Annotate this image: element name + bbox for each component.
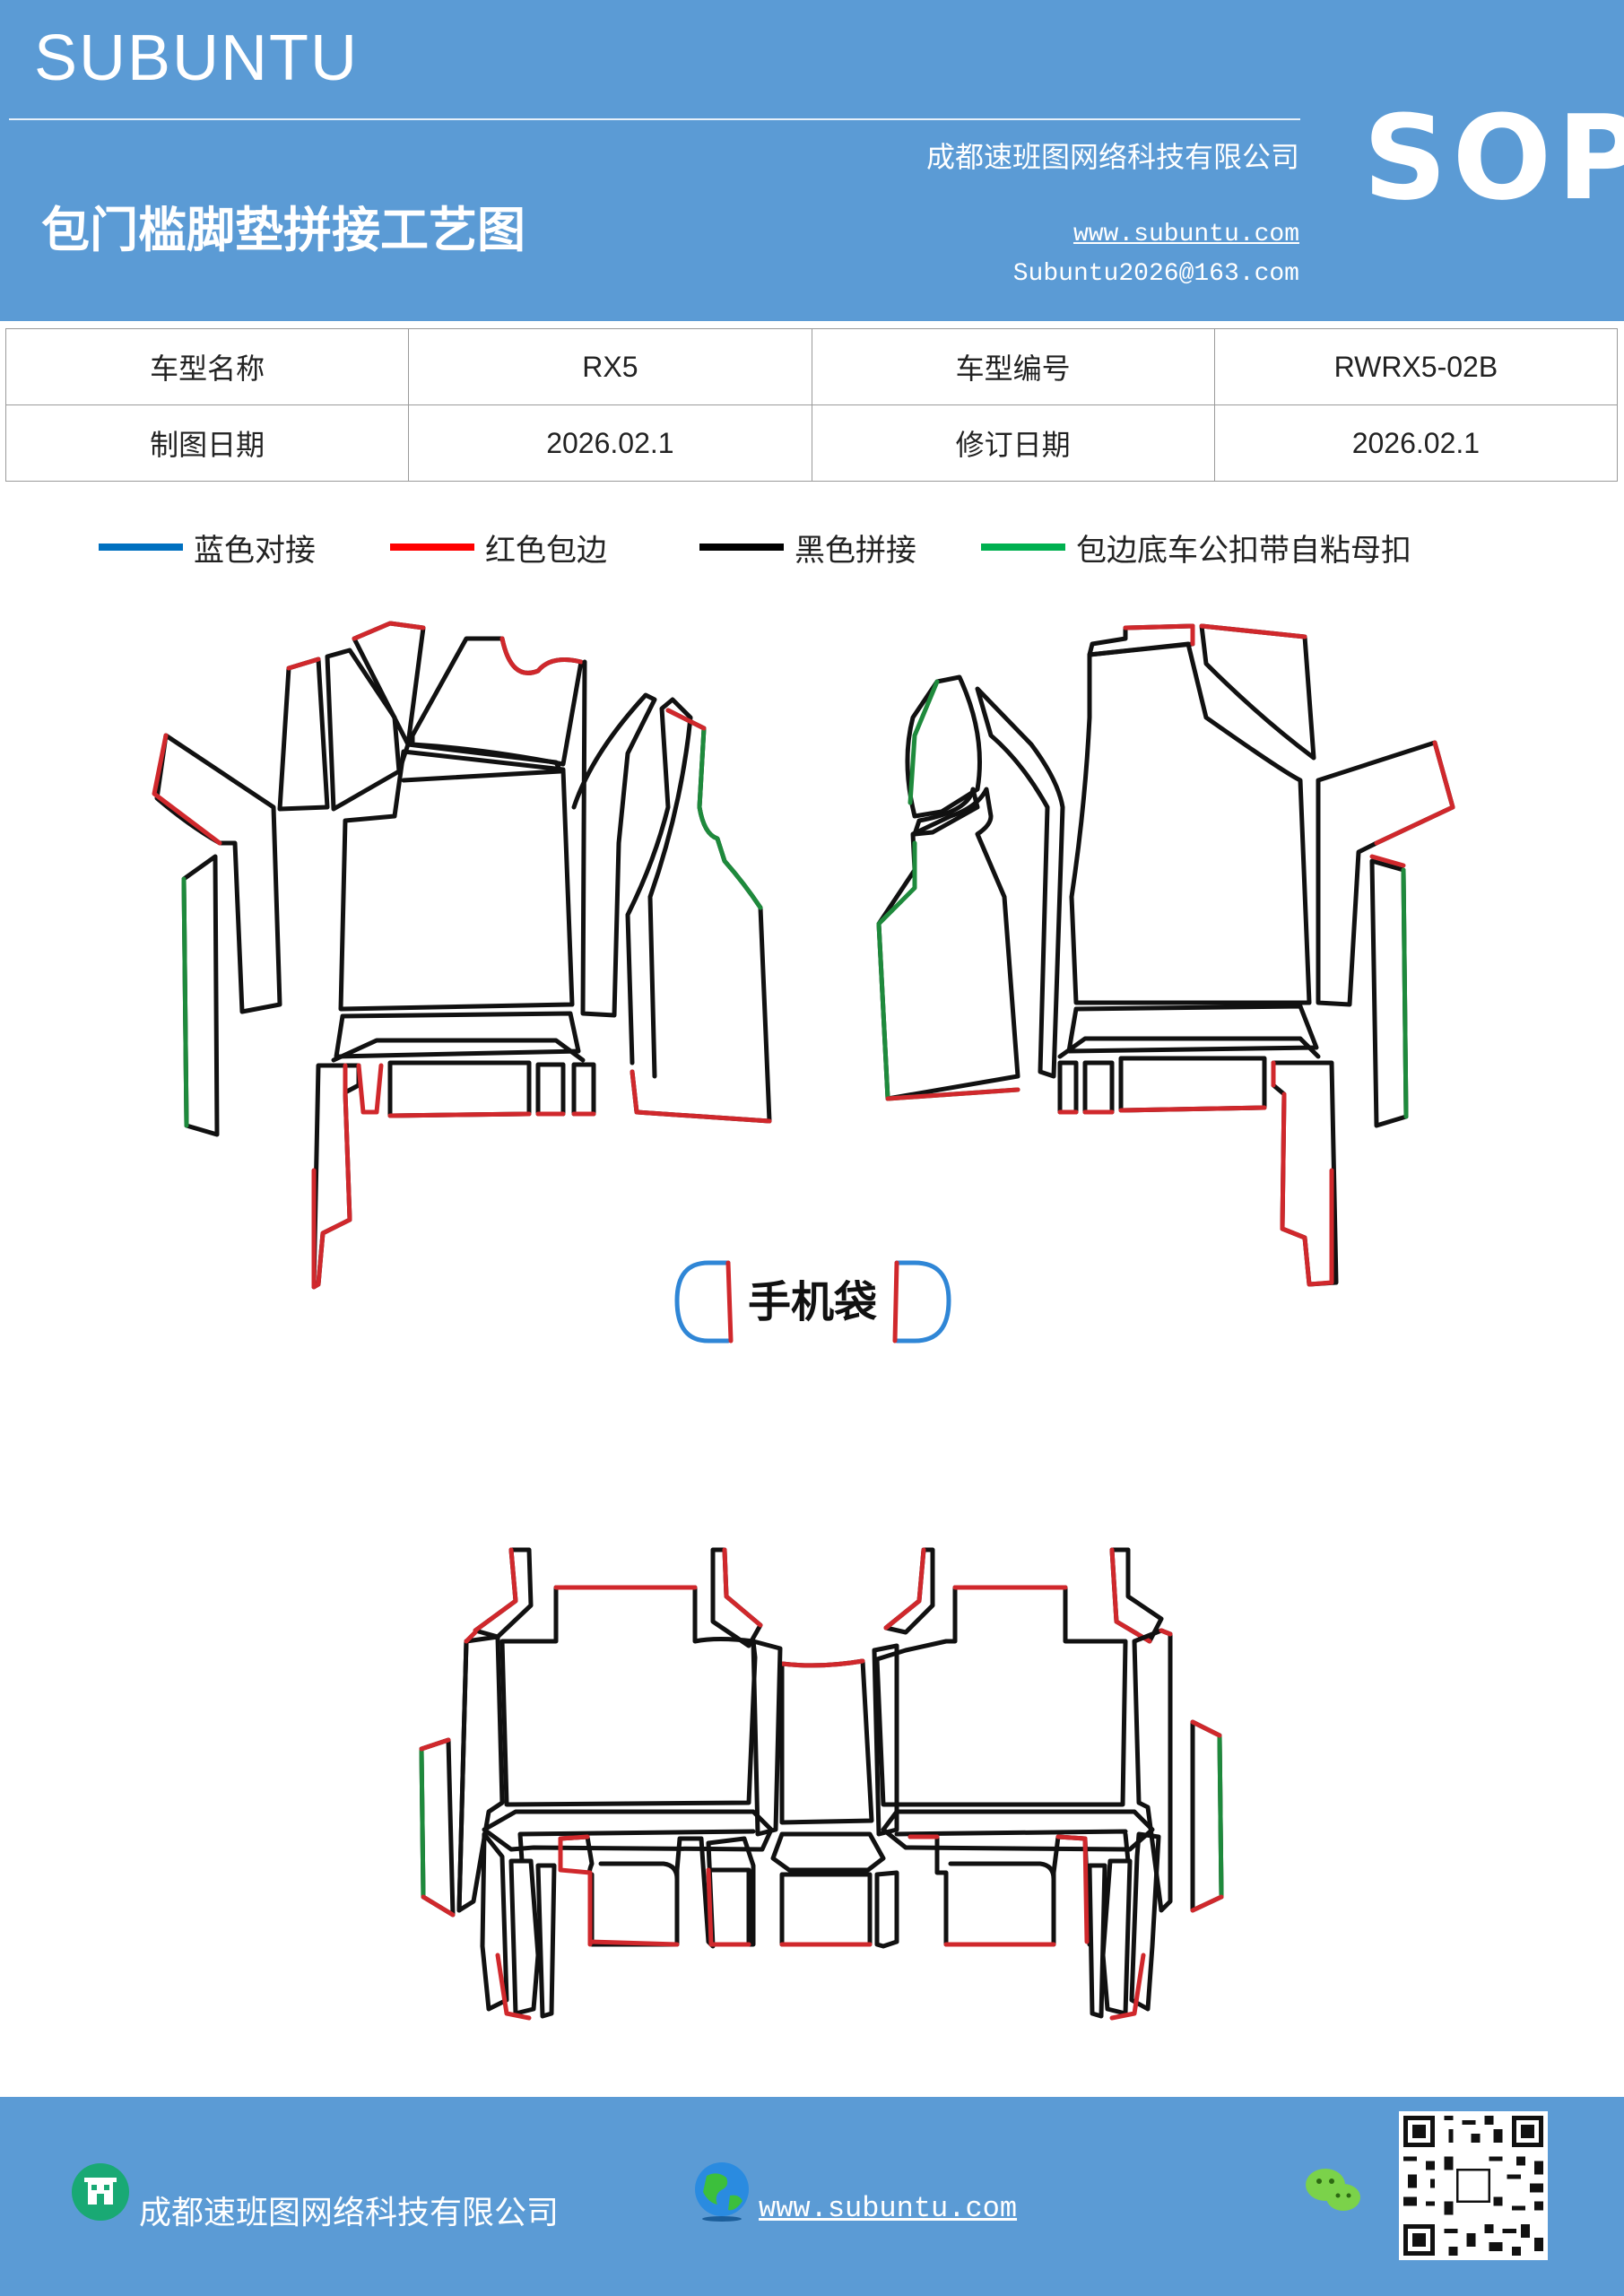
table-row: 制图日期 2026.02.1 修订日期 2026.02.1 <box>4 404 1619 482</box>
sop-badge: SOP <box>1363 90 1624 226</box>
legend-item-red: 红色包边 <box>390 520 607 574</box>
left-front-mat-set <box>152 621 772 1290</box>
legend: 蓝色对接 红色包边 黑色拼接 包边底车公扣带自粘母扣 <box>0 520 1624 574</box>
table-cell: 2026.02.1 <box>408 404 812 482</box>
rear-mat-set <box>419 1547 1224 2021</box>
table-cell: RX5 <box>408 328 812 405</box>
document-title: 包门槛脚垫拼接工艺图 <box>41 202 525 258</box>
footer-company-name: 成都速班图网络科技有限公司 <box>139 2195 560 2231</box>
table-cell: 制图日期 <box>4 404 410 482</box>
header-divider <box>9 118 1300 120</box>
phone-bag: 手机袋 <box>674 1260 951 1344</box>
legend-swatch <box>99 544 183 551</box>
legend-item-green: 包边底车公扣带自粘母扣 <box>981 520 1411 574</box>
legend-label: 蓝色对接 <box>194 532 316 569</box>
company-name: 成都速班图网络科技有限公司 <box>925 140 1299 174</box>
legend-item-black: 黑色拼接 <box>699 520 916 574</box>
table-cell: 修订日期 <box>811 404 1215 482</box>
wechat-icon <box>1306 2169 1360 2211</box>
table-cell: 2026.02.1 <box>1213 404 1619 482</box>
legend-swatch <box>981 544 1065 551</box>
table-cell: RWRX5-02B <box>1213 328 1619 405</box>
table-cell: 车型编号 <box>811 328 1215 405</box>
globe-icon <box>695 2162 749 2222</box>
footer-banner: 成都速班图网络科技有限公司 www.subuntu.com <box>0 2097 1624 2296</box>
footer-website-link[interactable]: www.subuntu.com <box>759 2192 1018 2225</box>
right-front-mat-set <box>876 623 1455 1287</box>
info-table: 车型名称 RX5 车型编号 RWRX5-02B 制图日期 2026.02.1 修… <box>4 328 1619 482</box>
table-cell: 车型名称 <box>4 328 410 405</box>
email-address: Subuntu2026@163.com <box>1012 260 1299 288</box>
brand-name: SUBUNTU <box>34 22 360 94</box>
legend-swatch <box>699 544 784 551</box>
header-banner: SUBUNTU 成都速班图网络科技有限公司 包门槛脚垫拼接工艺图 www.sub… <box>0 0 1624 321</box>
website-link[interactable]: www.subuntu.com <box>1073 221 1299 248</box>
phone-bag-label: 手机袋 <box>748 1277 877 1327</box>
building-icon <box>72 2163 129 2221</box>
legend-label: 红色包边 <box>485 532 607 569</box>
legend-item-blue: 蓝色对接 <box>99 520 316 574</box>
qr-code[interactable] <box>1399 2111 1548 2260</box>
legend-swatch <box>390 544 474 551</box>
table-row: 车型名称 RX5 车型编号 RWRX5-02B <box>4 328 1619 405</box>
legend-label: 包边底车公扣带自粘母扣 <box>1076 532 1411 569</box>
legend-label: 黑色拼接 <box>795 532 916 569</box>
